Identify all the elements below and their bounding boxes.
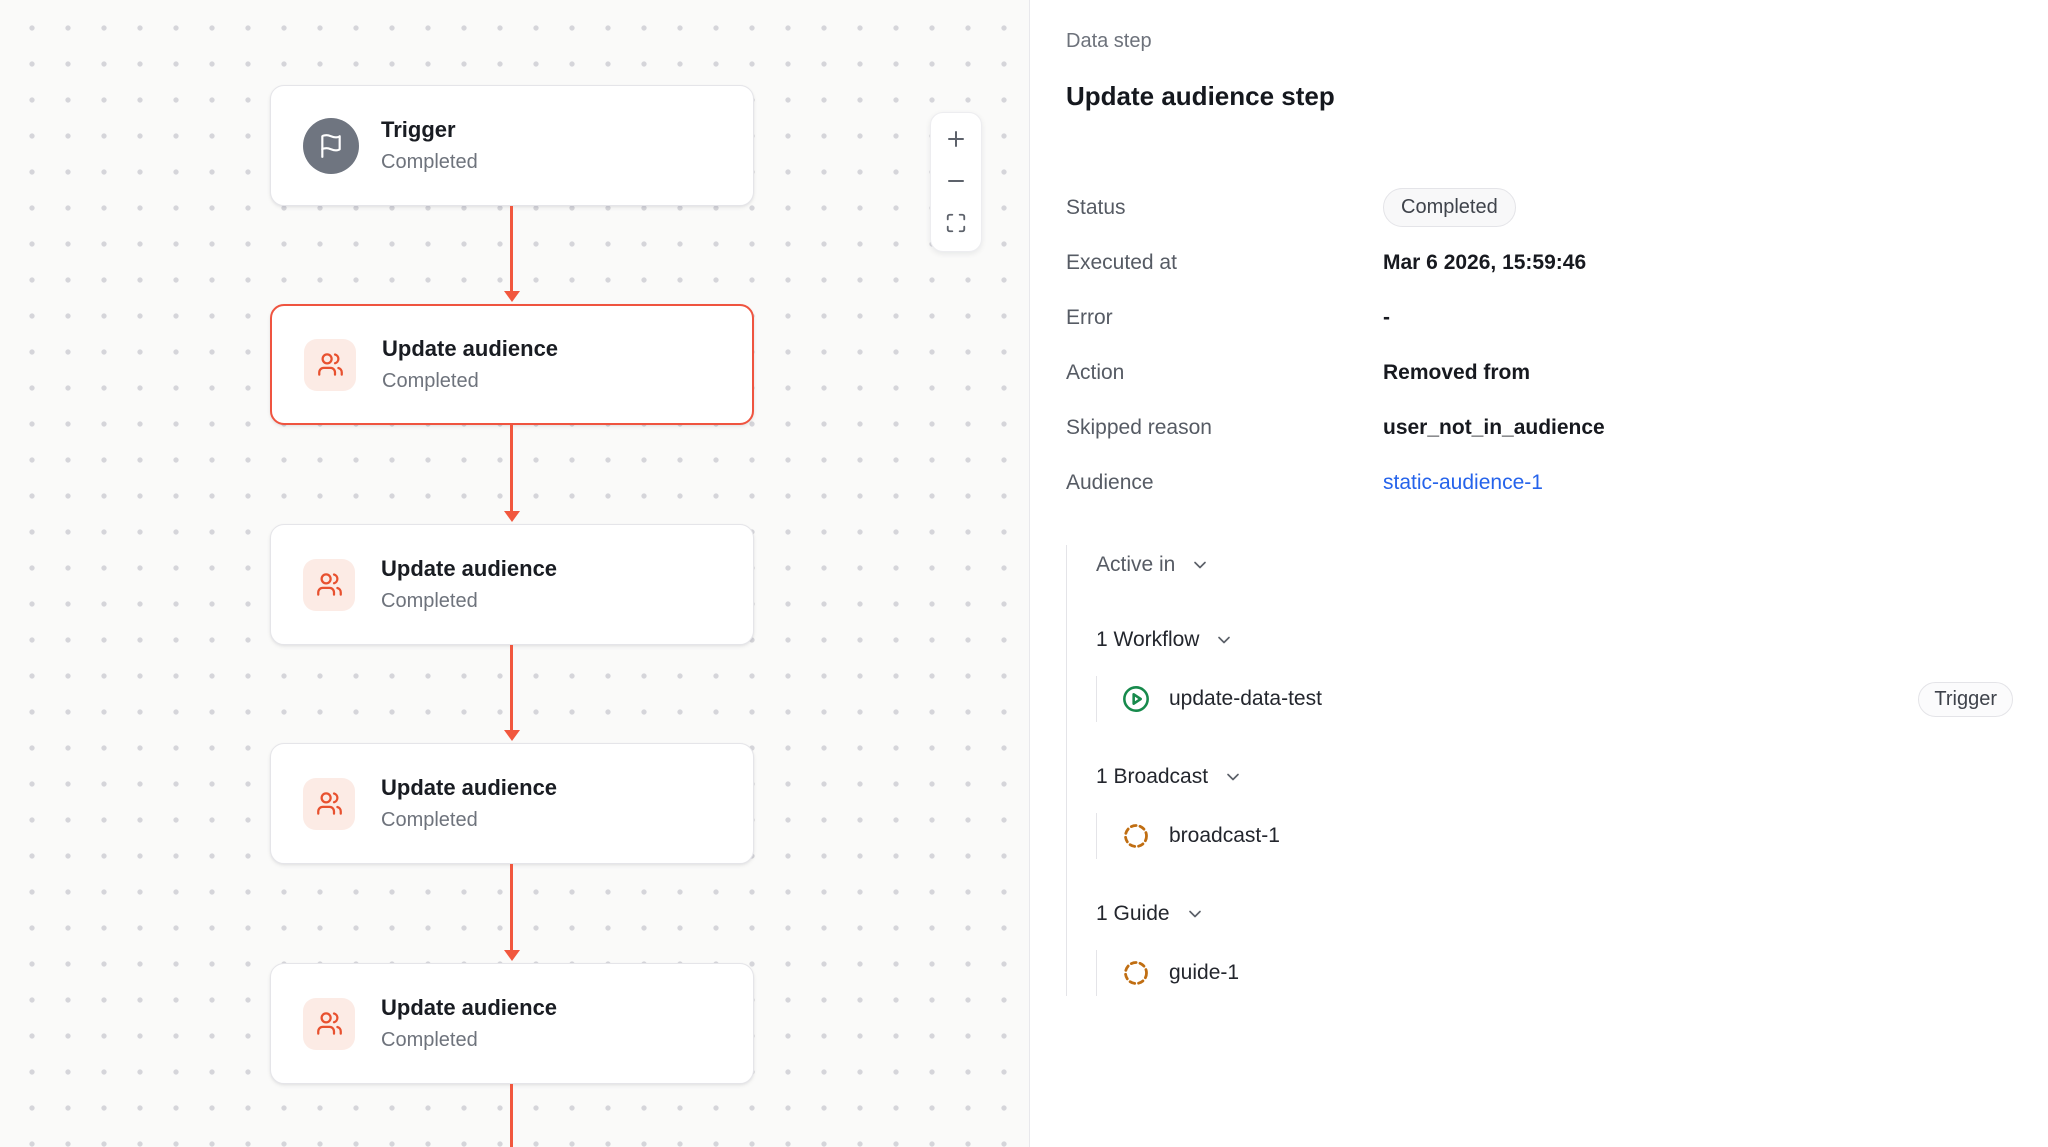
workflow-node-update-audience-4[interactable]: Update audience Completed [270,963,754,1084]
detail-value: Mar 6 2026, 15:59:46 [1383,250,1587,274]
chevron-down-icon [1223,767,1243,787]
node-title: Update audience [382,336,559,361]
detail-label-action: Action [1066,360,1125,384]
edge-arrow [503,645,520,741]
arrowhead-icon [503,950,520,961]
node-status: Completed [382,370,479,392]
edge-arrow [503,425,520,522]
users-icon [304,338,356,391]
group-toggle-broadcast[interactable]: 1 Broadcast [1096,757,1243,797]
users-icon [303,558,355,611]
status-badge: Completed [1383,188,1516,227]
edge-arrow [503,206,520,302]
node-status: Completed [381,590,478,612]
active-in-label: Active in [1096,553,1176,576]
maximize-icon [945,212,967,237]
list-item-broadcast-1[interactable]: broadcast-1 [1096,813,2013,859]
dashed-circle-icon [1122,822,1150,850]
workflow-node-update-audience-1[interactable]: Update audience Completed [270,304,754,425]
node-status: Completed [381,1029,478,1051]
chevron-down-icon [1214,630,1234,650]
dashed-circle-icon [1122,959,1150,987]
chevron-down-icon [1190,555,1210,575]
flag-icon [303,117,359,174]
detail-value: Removed from [1383,360,1531,384]
group-toggle-workflow[interactable]: 1 Workflow [1096,620,1234,660]
detail-panel: Data step Update audience step Status Com… [1029,0,2048,1147]
page-title: Update audience step [1066,81,1335,111]
detail-label-audience: Audience [1066,470,1154,494]
list-item-guide-1[interactable]: guide-1 [1096,950,2013,996]
plus-icon [944,127,968,154]
arrowhead-icon [503,511,520,522]
arrowhead-icon [503,730,520,741]
detail-label-error: Error [1066,305,1113,329]
active-in-toggle[interactable]: Active in [1096,545,1210,585]
zoom-controls [930,112,982,252]
node-title: Update audience [381,556,558,581]
arrowhead-icon [503,291,520,302]
node-title: Update audience [381,775,558,800]
fit-view-button[interactable] [934,203,978,245]
users-icon [303,777,355,830]
detail-value: - [1383,305,1390,329]
node-status: Completed [381,151,478,173]
panel-kicker: Data step [1066,30,1152,52]
node-title: Update audience [381,995,558,1020]
audience-link[interactable]: static-audience-1 [1383,470,1543,494]
workflow-node-update-audience-3[interactable]: Update audience Completed [270,743,754,864]
minus-icon [944,169,968,196]
detail-value: user_not_in_audience [1383,415,1605,439]
zoom-out-button[interactable] [934,161,978,203]
workflow-canvas[interactable]: Trigger Completed Update audience Comple… [0,0,1029,1147]
chevron-down-icon [1185,904,1205,924]
workflow-node-trigger[interactable]: Trigger Completed [270,85,754,206]
edge-arrow [510,1084,513,1147]
detail-label-skipped-reason: Skipped reason [1066,415,1212,439]
edge-arrow [503,864,520,961]
zoom-in-button[interactable] [934,119,978,161]
node-title: Trigger [381,117,456,142]
node-status: Completed [381,809,478,831]
detail-label-status: Status [1066,195,1126,219]
detail-label-executed-at: Executed at [1066,250,1177,274]
trigger-badge: Trigger [1918,681,2013,717]
workflow-node-update-audience-2[interactable]: Update audience Completed [270,524,754,645]
play-circle-icon [1122,685,1150,713]
group-toggle-guide[interactable]: 1 Guide [1096,894,1205,934]
users-icon [303,997,355,1050]
